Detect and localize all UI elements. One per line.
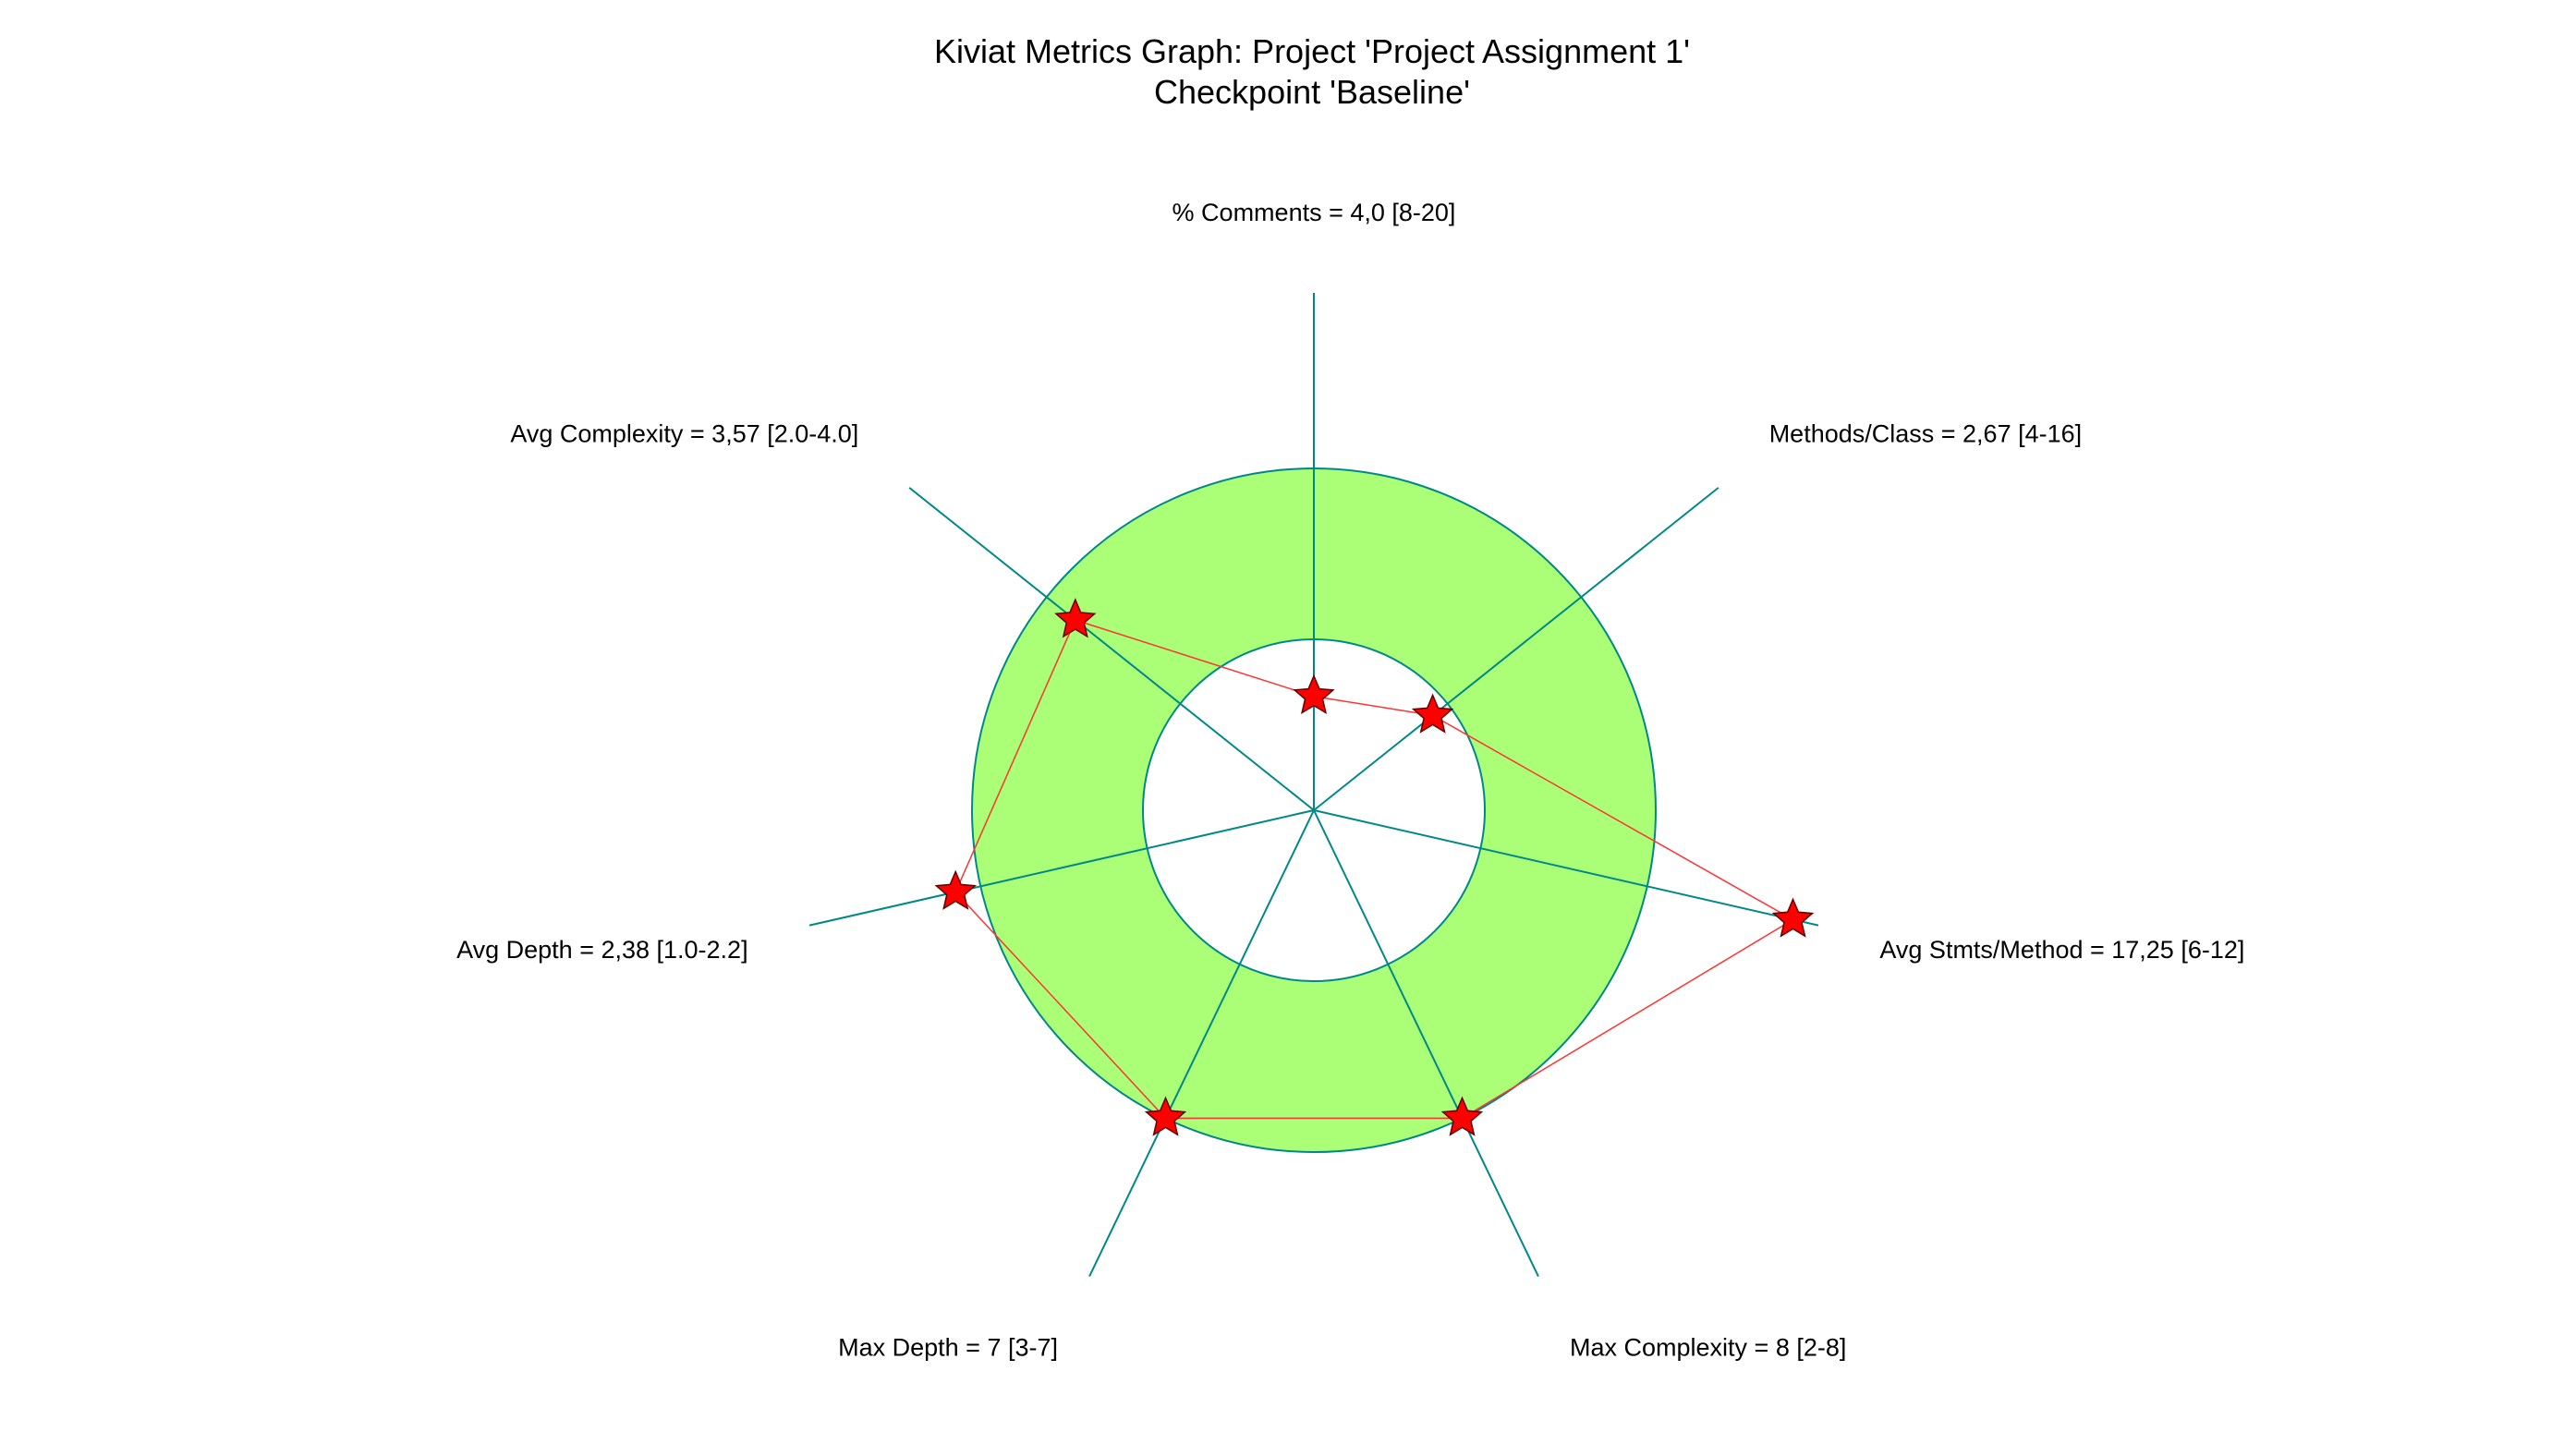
axis-label-0: % Comments = 4,0 [8-20] [1173,199,1456,226]
axis-line-1 [1313,487,1719,811]
axis-label-2: Avg Stmts/Method = 17,25 [6-12] [1879,936,2244,964]
axis-lines [808,293,1819,1277]
axis-label-5: Avg Depth = 2,38 [1.0-2.2] [456,936,747,964]
value-marker-0 [1293,674,1335,715]
value-marker-1 [1411,693,1454,734]
value-marker-2 [1771,897,1815,938]
axis-label-6: Avg Complexity = 3,57 [2.0-4.0] [510,419,858,447]
axis-line-4 [1088,809,1315,1277]
axis-labels: % Comments = 4,0 [8-20] Methods/Class = 2… [456,199,2244,1362]
value-polygon-layer [954,619,1794,1120]
axis-line-6 [908,487,1315,811]
value-polygon [954,619,1794,1120]
value-markers [934,598,1815,1136]
value-marker-4 [1144,1096,1187,1136]
axis-label-1: Methods/Class = 2,67 [4-16] [1769,419,2082,447]
value-marker-3 [1440,1096,1484,1136]
axis-line-2 [1313,809,1819,927]
axis-line-3 [1313,809,1539,1277]
normal-range-annulus [972,468,1656,1152]
value-marker-6 [1054,598,1097,638]
chart-title-line-1: Kiviat Metrics Graph: Project 'Project A… [934,32,1690,70]
axis-label-3: Max Complexity = 8 [2-8] [1570,1334,1846,1362]
axis-label-4: Max Depth = 7 [3-7] [838,1334,1058,1362]
axis-line-5 [808,809,1315,927]
chart-title-line-2: Checkpoint 'Baseline' [1154,73,1470,111]
value-marker-5 [934,869,978,910]
